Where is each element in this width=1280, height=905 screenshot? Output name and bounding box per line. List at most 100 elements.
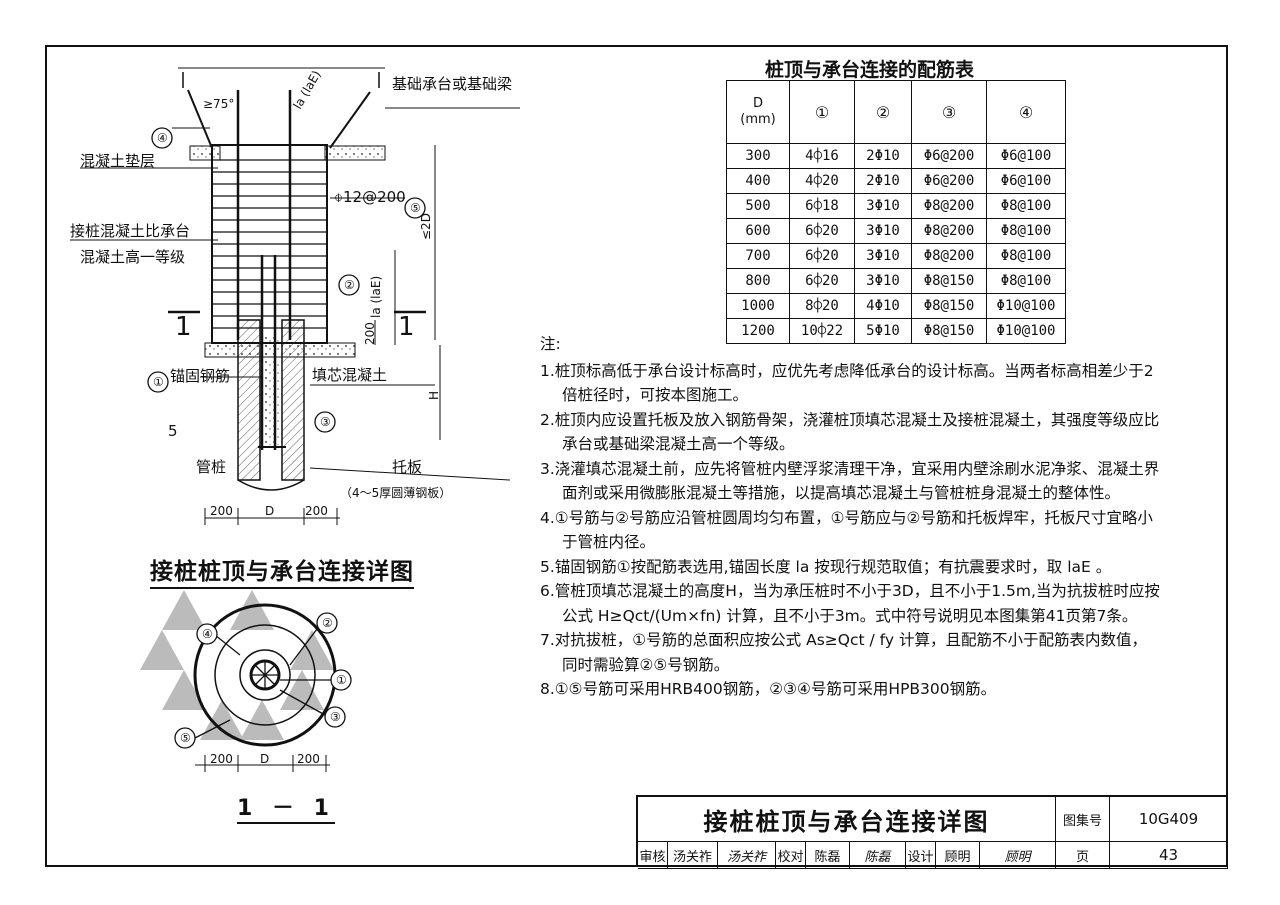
table-cell: 6⌽18	[789, 193, 855, 219]
page-label: 页	[1056, 842, 1110, 869]
circled-1: ①	[153, 375, 164, 389]
review-label: 审核	[638, 842, 668, 869]
label-extension-line1: 接桩混凝土比承台	[70, 222, 190, 240]
notes-head: 注:	[540, 335, 561, 353]
label-dim-200-right: 200	[305, 504, 328, 518]
section-dim-d: D	[260, 752, 269, 766]
section-dim-200-right: 200	[297, 752, 320, 766]
note-item: 2.桩顶内应设置托板及放入钢筋骨架，浇灌桩顶填芯混凝土及接桩混凝土，其强度等级应…	[540, 410, 1160, 454]
header-d-label: D	[752, 96, 763, 111]
table-cell: 2Φ10	[854, 143, 912, 169]
designer-name: 顾明	[936, 842, 980, 869]
reviewer-signature: 汤关祚	[718, 842, 776, 869]
table-cell: Φ6@200	[911, 168, 987, 194]
table-header-col3: ③	[911, 80, 987, 144]
table-header-row: D (mm) ① ② ③ ④	[726, 80, 1066, 144]
note-item: 6.管桩顶填芯混凝土的高度H，当为承压桩时不小于3D，且不小于1.5m,当为抗拔…	[540, 582, 1160, 625]
label-dim-200-left: 200	[210, 504, 233, 518]
svg-text:1: 1	[175, 312, 192, 342]
note-item: 7.对抗拔桩，①号筋的总面积应按公式 As≥Qct / fy 计算，且配筋不小于…	[540, 631, 1147, 674]
table-cell: 3Φ10	[854, 243, 912, 269]
section-dim-200-left: 200	[210, 752, 233, 766]
section-circled-2: ②	[322, 616, 333, 630]
label-plate: 托板	[392, 458, 422, 476]
label-concrete-cushion: 混凝土垫层	[80, 152, 155, 170]
label-angle: ≥75°	[203, 97, 234, 111]
check-label: 校对	[776, 842, 806, 869]
table-cell: 6⌽20	[789, 243, 855, 269]
table-cell: 6⌽20	[789, 218, 855, 244]
table-cell: 400	[726, 168, 790, 194]
table-header-col4: ④	[986, 80, 1066, 144]
label-pipe-pile: 管桩	[196, 458, 226, 476]
designer-signature: 顾明	[980, 842, 1056, 869]
table-title: 桩顶与承台连接的配筋表	[765, 59, 975, 81]
table-cell: Φ8@200	[911, 218, 987, 244]
table-cell: 1000	[726, 293, 790, 319]
label-extension-line2: 混凝土高一等级	[80, 248, 185, 266]
section-circled-4: ④	[202, 627, 213, 641]
section-circled-5: ⑤	[180, 731, 191, 745]
header-col3-label: ③	[941, 102, 957, 122]
atlas-number: 10G409	[1110, 797, 1228, 842]
circled-4: ④	[157, 131, 168, 145]
table-cell: Φ8@200	[911, 193, 987, 219]
table-cell: 300	[726, 143, 790, 169]
circled-5: ⑤	[410, 201, 421, 215]
table-cell: Φ8@100	[986, 218, 1066, 244]
checker-signature: 陈磊	[850, 842, 906, 869]
table-cell: 3Φ10	[854, 268, 912, 294]
title-block-title: 接桩桩顶与承台连接详图	[638, 797, 1056, 842]
label-plate-note: （4～5厚圆薄钢板）	[340, 485, 451, 500]
circled-3: ③	[320, 415, 331, 429]
table-cell: Φ8@100	[986, 243, 1066, 269]
elevation-detail: 1 1 基础承台或基础梁 ≥75° la (laE) 混凝土垫层 ⌽12@200…	[70, 67, 520, 525]
note-item: 1.桩顶标高低于承台设计标高时，应优先考虑降低承台的设计标高。当两者标高相差少于…	[540, 361, 1154, 405]
table-cell: 8⌽20	[789, 293, 855, 319]
section-circled-1: ①	[336, 673, 347, 687]
section-title: 1 － 1	[237, 796, 335, 824]
table-cell: Φ6@100	[986, 143, 1066, 169]
table-cell: Φ8@150	[911, 268, 987, 294]
header-col1-label: ①	[814, 102, 830, 122]
table-cell: 3Φ10	[854, 218, 912, 244]
note-item: 3.浇灌填芯混凝土前，应先将管桩内壁浮浆清理干净，宜采用内壁涂刷水泥净浆、混凝土…	[540, 459, 1160, 503]
title-block: 接桩桩顶与承台连接详图 图集号 10G409 审核 汤关祚 汤关祚 校对 陈磊 …	[636, 795, 1228, 869]
table-cell: 10⌽22	[789, 318, 855, 344]
header-col2-label: ②	[875, 102, 891, 122]
label-fill-concrete: 填芯混凝土	[312, 366, 387, 384]
reviewer-name: 汤关祚	[668, 842, 718, 869]
table-cell: Φ8@150	[911, 318, 987, 344]
checker-name: 陈磊	[806, 842, 850, 869]
table-cell: 3Φ10	[854, 193, 912, 219]
section-1-1-drawing: ② ① ③ ④ ⑤ 200 D 200	[140, 590, 352, 772]
circled-2: ②	[344, 278, 355, 292]
table-cell: Φ6@200	[911, 143, 987, 169]
note-item: 4.①号筋与②号筋应沿管桩圆周均匀布置，①号筋应与②号筋和托板焊牢，托板尺寸宜略…	[540, 508, 1153, 552]
table-cell: Φ8@150	[911, 293, 987, 319]
table-cell: Φ8@100	[986, 193, 1066, 219]
header-d-unit: (mm)	[740, 112, 776, 127]
label-dim-h: H	[427, 391, 441, 400]
label-la-side: la (laE)	[369, 276, 383, 318]
table-cell: 4⌽16	[789, 143, 855, 169]
table-cell: 4⌽20	[789, 168, 855, 194]
table-cell: Φ10@100	[986, 318, 1066, 344]
atlas-label: 图集号	[1056, 797, 1110, 842]
label-dim-d: D	[265, 504, 274, 518]
label-dim-200-v: 200	[363, 322, 377, 345]
label-five: 5	[168, 422, 178, 440]
label-cap-or-beam: 基础承台或基础梁	[392, 75, 512, 93]
table-cell: 500	[726, 193, 790, 219]
note-item: 5.锚固钢筋①按配筋表选用,锚固长度 la 按现行规范取值；有抗震要求时，取 l…	[540, 557, 1112, 576]
label-le2d: ≤2D	[419, 213, 433, 240]
table-cell: 6⌽20	[789, 268, 855, 294]
